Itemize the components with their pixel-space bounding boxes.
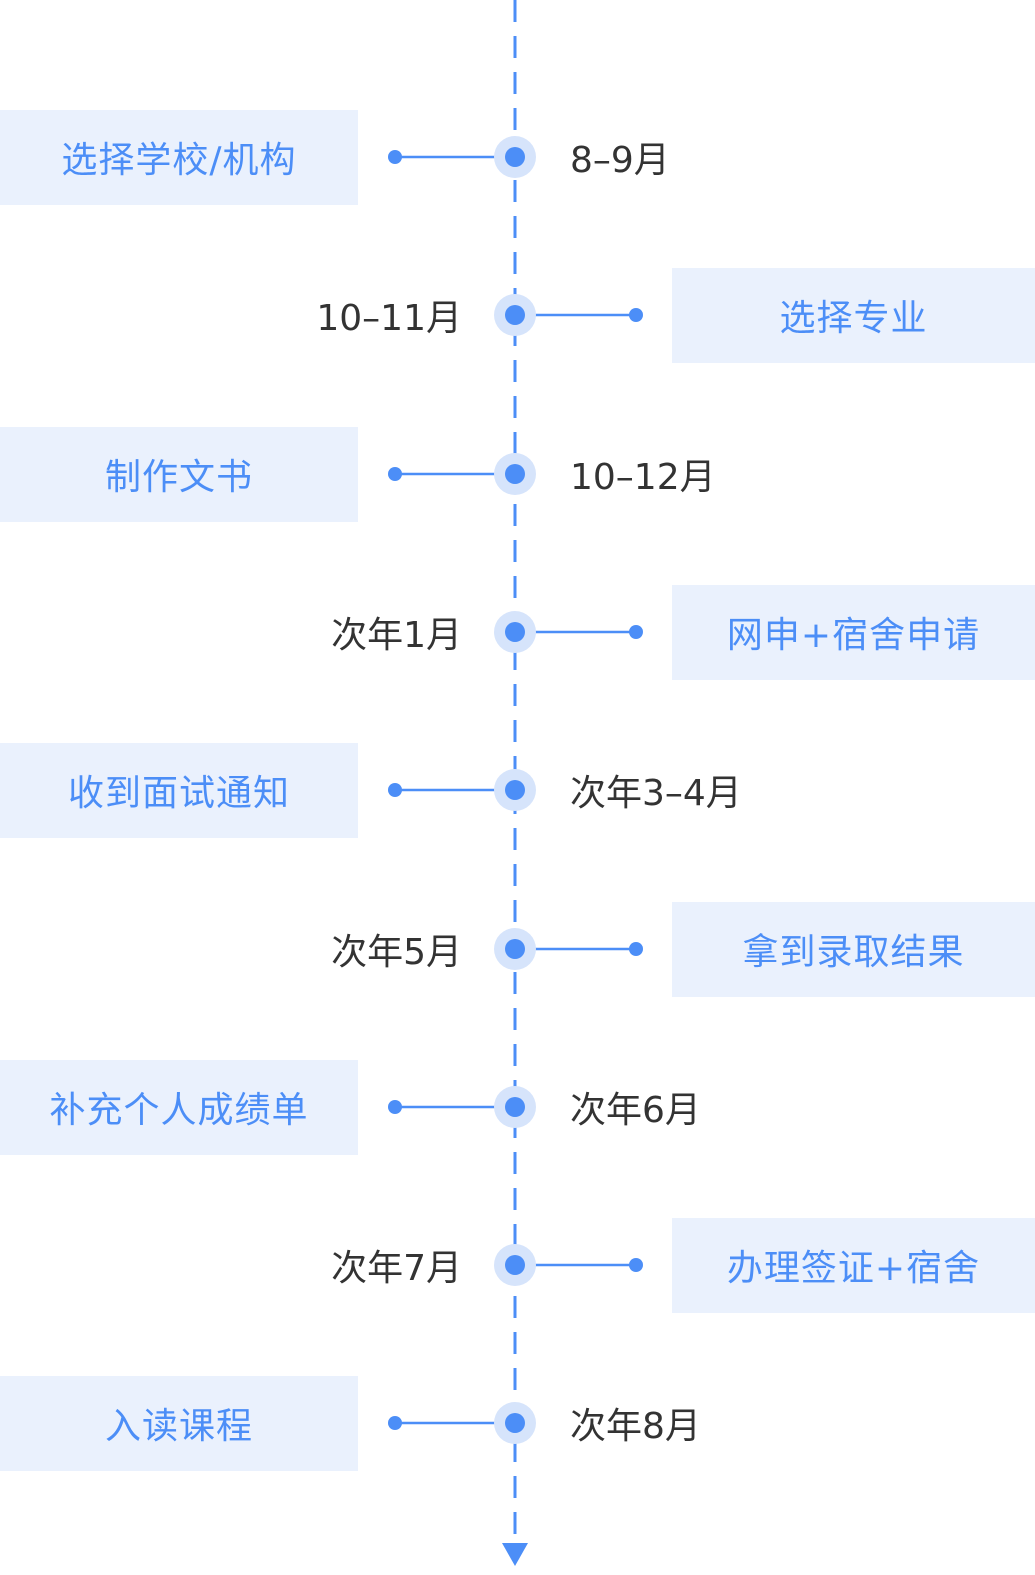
connector-end-dot bbox=[629, 942, 643, 956]
connector-end-dot bbox=[629, 1258, 643, 1272]
step-date: 次年5月 bbox=[331, 932, 462, 973]
step-label: 选择专业 bbox=[779, 298, 928, 339]
timeline-arrow-down-icon bbox=[502, 1543, 528, 1566]
connector-end-dot bbox=[388, 783, 402, 797]
step-label: 选择学校/机构 bbox=[61, 140, 297, 181]
connector-end-dot bbox=[388, 1416, 402, 1430]
connector-end-dot bbox=[388, 1100, 402, 1114]
step-box: 选择学校/机构 bbox=[0, 109, 358, 205]
step-label: 办理签证+宿舍 bbox=[726, 1248, 981, 1289]
connector-end-dot bbox=[629, 625, 643, 639]
step-date: 次年6月 bbox=[570, 1090, 701, 1131]
step-box: 拿到录取结果 bbox=[672, 901, 1035, 997]
step-label: 补充个人成绩单 bbox=[49, 1090, 309, 1131]
timeline-node bbox=[505, 1255, 525, 1275]
step-box: 补充个人成绩单 bbox=[0, 1059, 358, 1155]
step-label: 网申+宿舍申请 bbox=[726, 615, 981, 656]
step-date: 8–9月 bbox=[570, 140, 670, 181]
step-date: 10–11月 bbox=[316, 298, 462, 339]
step-box: 入读课程 bbox=[0, 1375, 358, 1471]
timeline-node bbox=[505, 464, 525, 484]
step-box: 选择专业 bbox=[672, 267, 1035, 363]
timeline-node bbox=[505, 1097, 525, 1117]
step-box: 办理签证+宿舍 bbox=[672, 1217, 1035, 1313]
step-label: 拿到录取结果 bbox=[742, 932, 965, 973]
timeline-node bbox=[505, 780, 525, 800]
step-label: 制作文书 bbox=[104, 457, 253, 498]
timeline-node bbox=[505, 622, 525, 642]
connector-end-dot bbox=[388, 467, 402, 481]
connector-end-dot bbox=[629, 308, 643, 322]
timeline-node bbox=[505, 939, 525, 959]
step-date: 次年1月 bbox=[331, 615, 462, 656]
step-date: 10–12月 bbox=[570, 457, 716, 498]
step-label: 入读课程 bbox=[104, 1406, 253, 1447]
connector-end-dot bbox=[388, 150, 402, 164]
timeline-node bbox=[505, 305, 525, 325]
timeline-node bbox=[505, 147, 525, 167]
step-box: 收到面试通知 bbox=[0, 742, 358, 838]
step-box: 网申+宿舍申请 bbox=[672, 584, 1035, 680]
step-date: 次年8月 bbox=[570, 1406, 701, 1447]
step-label: 收到面试通知 bbox=[67, 773, 290, 814]
step-box: 制作文书 bbox=[0, 426, 358, 522]
step-date: 次年7月 bbox=[331, 1248, 462, 1289]
step-date: 次年3–4月 bbox=[570, 773, 742, 814]
timeline-node bbox=[505, 1413, 525, 1433]
